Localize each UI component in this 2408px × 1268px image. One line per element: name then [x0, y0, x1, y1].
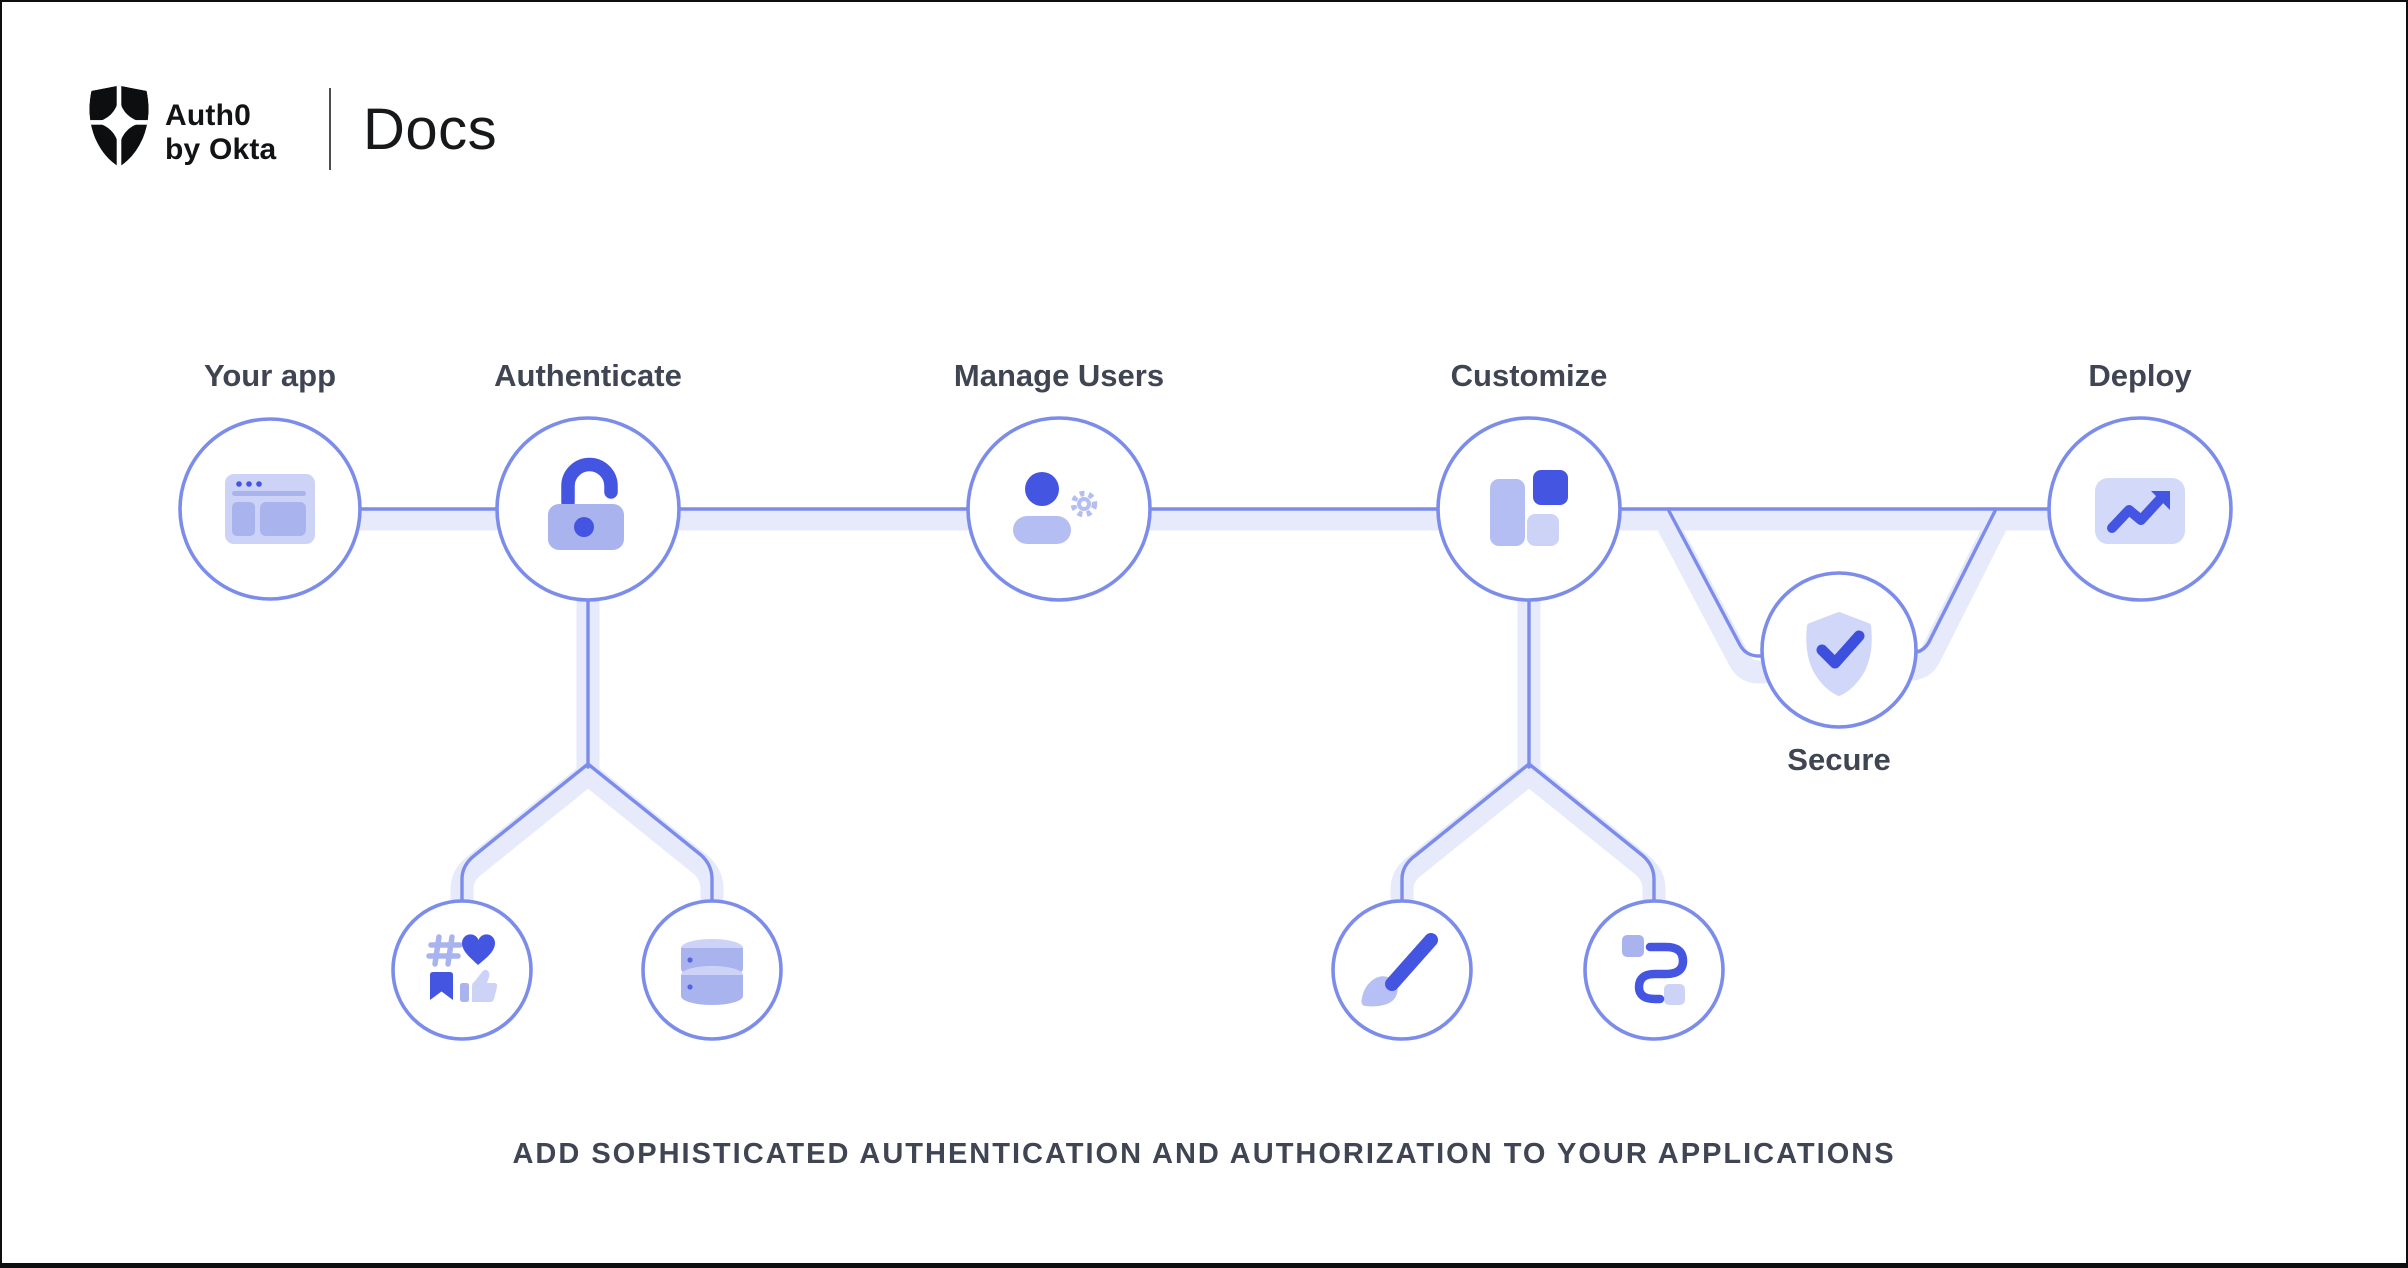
shield-check-icon — [1806, 612, 1872, 696]
label-customize: Customize — [1450, 358, 1608, 393]
database-icon — [681, 939, 743, 1005]
social-engagement-icons — [426, 934, 498, 1002]
user-gear-icon — [1013, 472, 1098, 544]
route-squares-icon — [1622, 935, 1688, 1005]
layout-blocks-icon — [1490, 470, 1568, 546]
paintbrush-icon — [1361, 933, 1438, 1007]
thumbs-up-icon — [460, 969, 498, 1002]
label-deploy: Deploy — [2088, 358, 2192, 393]
bookmark-icon — [430, 972, 453, 1000]
node-manage-users — [966, 416, 1152, 602]
connector-authenticate-right — [586, 762, 714, 905]
hashtag-icon — [426, 934, 463, 967]
open-padlock-icon — [548, 457, 624, 550]
label-authenticate: Authenticate — [494, 358, 682, 393]
auth0-shield-icon — [89, 85, 149, 167]
brand-line1: Auth0 — [165, 99, 251, 132]
label-your-app: Your app — [203, 358, 337, 393]
label-secure: Secure — [1787, 742, 1891, 777]
connector-customize-left — [1400, 762, 1531, 905]
connector-authenticate-left — [460, 762, 590, 905]
label-manage-users: Manage Users — [953, 358, 1165, 393]
product-title: Docs — [363, 97, 498, 162]
heart-icon — [461, 934, 496, 965]
auth0-docs-logo[interactable]: Auth0 by Okta Docs — [2, 2, 522, 192]
brand-line2: by Okta — [165, 133, 277, 166]
connector-secure-left — [1667, 509, 1766, 658]
tagline: ADD SOPHISTICATED AUTHENTICATION AND AUT… — [512, 1138, 1896, 1170]
node-customize — [1436, 416, 1622, 602]
trend-up-chart-icon — [2095, 478, 2185, 544]
connector-customize-right — [1527, 762, 1656, 905]
node-social-connections — [391, 899, 533, 1041]
header: Auth0 by Okta Docs — [2, 2, 2406, 192]
brand-wordmark: Auth0 by Okta — [165, 99, 276, 167]
browser-window-icon — [225, 474, 315, 544]
header-divider — [329, 88, 331, 170]
gear-icon — [1070, 490, 1098, 518]
